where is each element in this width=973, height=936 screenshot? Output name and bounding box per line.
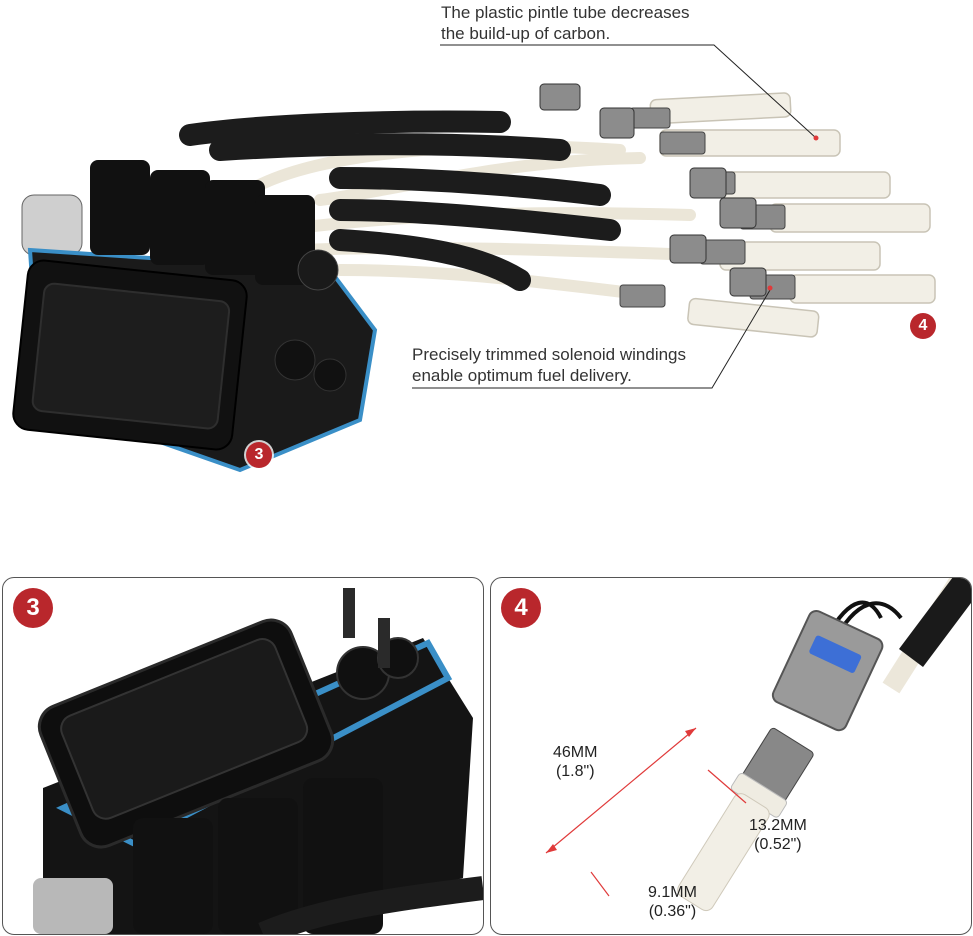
fuel-injector-assembly-image <box>12 44 936 473</box>
tip-mm: 9.1MM <box>648 884 697 901</box>
badge-3: 3 <box>246 442 272 468</box>
connector-housing <box>12 160 378 473</box>
pintle-callout-line-1: The plastic pintle tube decreases <box>441 3 690 22</box>
length-mm: 46MM <box>553 744 598 761</box>
injector-closeup-image <box>545 578 971 912</box>
pintle-callout: The plastic pintle tube decreases the bu… <box>441 2 690 44</box>
tip-in: (0.36") <box>648 903 697 920</box>
length-dimension: 46MM (1.8") <box>553 743 597 781</box>
tip-dimension: 9.1MM (0.36") <box>648 883 697 921</box>
solenoid-callout: Precisely trimmed solenoid windings enab… <box>412 344 686 386</box>
diameter-mm: 13.2MM <box>749 817 807 834</box>
length-in: (1.8") <box>555 763 595 780</box>
connector-housing-image <box>33 588 483 934</box>
panel-badge-3: 3 <box>13 588 53 628</box>
solenoid-callout-line-1: Precisely trimmed solenoid windings <box>412 345 687 364</box>
panel-injector-closeup: 4 46MM (1.8") 13.2MM (0.52") 9.1MM (0.36… <box>490 577 972 935</box>
pintle-callout-line-2: the build-up of carbon. <box>441 24 611 43</box>
solenoid-callout-line-2: enable optimum fuel delivery. <box>412 366 632 385</box>
diameter-in: (0.52") <box>754 836 802 853</box>
panel-badge-4: 4 <box>501 588 541 628</box>
diameter-dimension: 13.2MM (0.52") <box>749 816 807 854</box>
badge-4: 4 <box>910 313 936 339</box>
panel-connector-closeup: 3 <box>2 577 484 935</box>
